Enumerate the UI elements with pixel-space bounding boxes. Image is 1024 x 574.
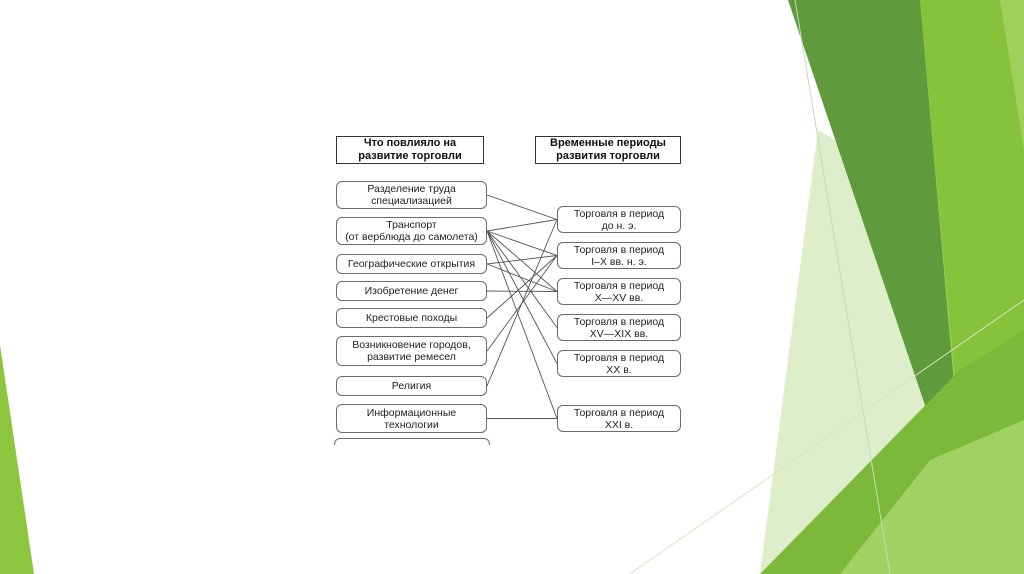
period-box: Торговля в период XX в. <box>557 350 681 377</box>
connector-line <box>487 231 557 419</box>
factor-box: Религия <box>336 376 487 396</box>
period-box: Торговля в период XV—XIX вв. <box>557 314 681 341</box>
connector-line <box>487 231 557 364</box>
factor-box: Транспорт (от верблюда до самолета) <box>336 217 487 245</box>
connector-line <box>487 256 557 319</box>
factor-box-cut-off <box>334 438 492 445</box>
factor-box: Крестовые походы <box>336 308 487 328</box>
factor-box: Изобретение денег <box>336 281 487 301</box>
period-box: Торговля в период до н. э. <box>557 206 681 233</box>
header-factors: Что повлияло на развитие торговли <box>336 136 484 164</box>
connector-line <box>487 256 557 352</box>
factor-box: Информационные технологии <box>336 404 487 433</box>
connector-line <box>487 231 557 292</box>
connector-line <box>487 220 557 232</box>
connector-line <box>487 231 557 256</box>
connector-line <box>487 291 557 292</box>
connector-line <box>487 195 557 220</box>
period-box: Торговля в период XXI в. <box>557 405 681 432</box>
factor-box: Возникновение городов, развитие ремесел <box>336 336 487 366</box>
period-box: Торговля в период I–X вв. н. э. <box>557 242 681 269</box>
header-periods: Временные периоды развития торговли <box>535 136 681 164</box>
period-box: Торговля в период X—XV вв. <box>557 278 681 305</box>
connector-line <box>487 264 557 292</box>
factor-box: Разделение труда специализацией <box>336 181 487 209</box>
trade-diagram: Что повлияло на развитие торговли Времен… <box>330 130 690 445</box>
connector-line <box>487 231 557 328</box>
deco-left-band <box>0 345 34 574</box>
connector-line <box>487 220 557 387</box>
connector-line <box>487 256 557 265</box>
factor-box: Географические открытия <box>336 254 487 274</box>
